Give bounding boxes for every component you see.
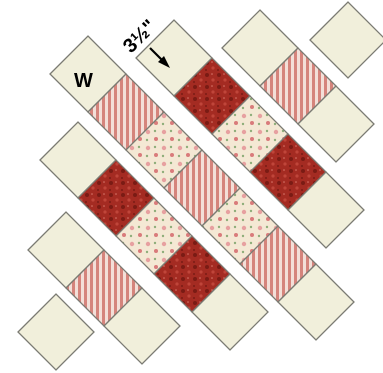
cream-square-r1-1 [309,1,383,79]
cream-square-r3-5 [287,171,365,249]
cream-square-r4-7 [277,263,355,341]
measurement-arrow [149,47,170,68]
cream-square-r7-1 [17,293,95,371]
cream-square-r5-5 [191,273,269,351]
cream-square-r6-3 [103,287,181,365]
block-label-w: W [74,70,93,92]
cream-square-r2-3 [297,85,375,163]
